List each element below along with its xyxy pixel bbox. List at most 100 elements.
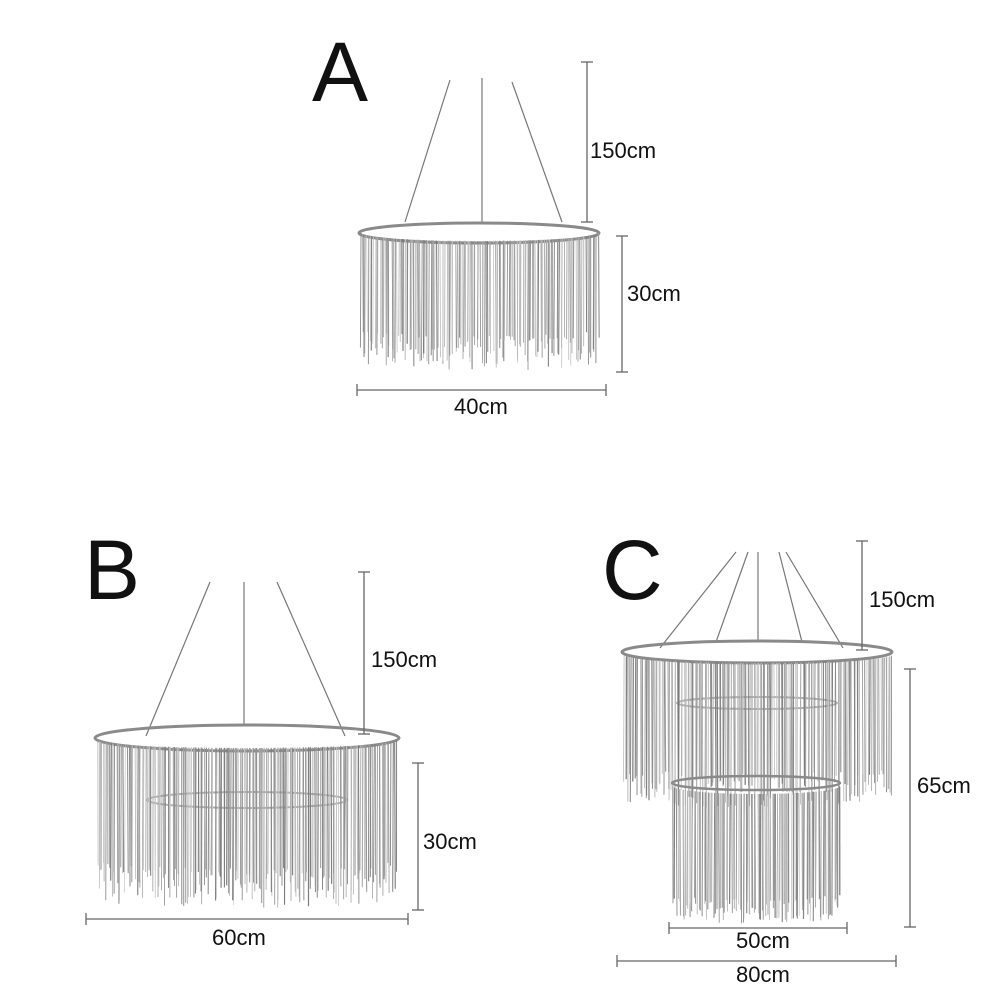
fringe-strand (449, 240, 451, 356)
fringe-strand (627, 656, 629, 802)
fringe-strand (357, 745, 360, 874)
variant-b-height: 30cm (423, 829, 477, 854)
fringe-strand (335, 746, 338, 904)
fringe-strand (210, 747, 213, 876)
fringe-strand (773, 662, 776, 780)
fringe-strand (686, 790, 688, 906)
fringe-strand (126, 744, 129, 874)
fringe-strand (727, 662, 730, 807)
fringe-strand (849, 660, 851, 797)
fringe-strand (707, 792, 709, 910)
fringe-strand (407, 239, 409, 337)
variant-b-hang-length: 150cm (371, 647, 438, 672)
fringe-strand (142, 745, 144, 898)
fringe-strand (732, 793, 735, 900)
chandelier-c-drawing (620, 551, 894, 924)
fringe-strand (105, 742, 107, 901)
fringe-strand (757, 793, 759, 914)
fringe-strand (359, 745, 362, 871)
fringe-strand (188, 747, 190, 898)
fringe-strand (572, 237, 575, 339)
fringe-strand (822, 790, 825, 915)
fringe-strand (549, 239, 551, 339)
fringe-strand (204, 747, 206, 870)
fringe-strand (265, 747, 268, 890)
fringe-strand (294, 747, 296, 892)
fringe-strand (679, 789, 682, 916)
fringe-strand (745, 662, 747, 777)
fringe-strand (814, 791, 817, 908)
fringe-strand (118, 744, 121, 904)
fringe-strand (553, 239, 555, 356)
fringe-strand (369, 236, 372, 342)
chandelier-c-lower-ring (670, 774, 842, 792)
fringe-strand (703, 792, 706, 905)
fringe-strand (779, 793, 781, 901)
fringe-strand (878, 658, 880, 775)
fringe-strand (800, 662, 802, 805)
fringe-strand (825, 790, 827, 914)
fringe-strand (880, 658, 883, 771)
fringe-strand (808, 662, 810, 779)
fringe-strand (675, 788, 678, 916)
chandelier-c-upper-fringe (623, 655, 892, 808)
fringe-strand (416, 239, 419, 354)
fringe-strand (769, 793, 771, 921)
fringe-strand (457, 240, 459, 349)
fringe-strand (162, 746, 165, 878)
fringe-strand (529, 240, 531, 341)
fringe-strand (326, 746, 329, 891)
fringe-strand (623, 655, 625, 782)
fringe-strand (285, 747, 288, 872)
fringe-strand (547, 239, 549, 344)
chandelier-c-suspension-wires (659, 551, 844, 649)
fringe-strand (527, 240, 530, 371)
fringe-strand (667, 660, 670, 773)
fringe-strand (798, 792, 801, 916)
fringe-strand (391, 238, 394, 362)
variant-c-inner-width: 50cm (736, 928, 790, 953)
fringe-strand (724, 662, 726, 803)
variant-a-letter: A (312, 25, 369, 119)
fringe-strand (689, 790, 691, 904)
chandelier-a-ring (357, 221, 601, 245)
fringe-strand (260, 747, 263, 904)
fringe-strand (128, 744, 131, 887)
fringe-strand (263, 747, 265, 908)
fringe-strand (790, 662, 793, 793)
fringe-strand (325, 746, 327, 898)
fringe-strand (664, 660, 667, 772)
fringe-strand (827, 661, 830, 797)
fringe-strand (570, 238, 572, 366)
fringe-strand (710, 792, 712, 902)
chandelier-a-drawing (357, 78, 601, 371)
fringe-strand (704, 662, 707, 790)
fringe-strand (248, 747, 251, 875)
fringe-strand (201, 747, 203, 905)
fringe-strand (116, 743, 119, 884)
fringe-strand (728, 793, 731, 904)
fringe-strand (811, 791, 814, 898)
fringe-strand (644, 659, 646, 789)
fringe-strand (124, 744, 126, 893)
fringe-strand (430, 240, 433, 356)
fringe-strand (543, 239, 546, 349)
fringe-strand (629, 657, 632, 803)
fringe-strand (817, 662, 819, 782)
fringe-strand (436, 240, 438, 362)
fringe-strand (258, 747, 261, 888)
fringe-strand (569, 238, 572, 343)
fringe-strand (503, 240, 506, 341)
fringe-strand (751, 793, 754, 909)
fringe-strand (365, 744, 368, 892)
fringe-strand (477, 240, 479, 348)
fringe-strand (389, 742, 392, 866)
fringe-strand (138, 745, 141, 883)
fringe-strand (640, 658, 643, 797)
fringe-strand (731, 793, 733, 914)
fringe-strand (730, 662, 732, 806)
fringe-strand (757, 662, 759, 792)
fringe-strand (561, 238, 563, 368)
fringe-strand (356, 745, 359, 880)
